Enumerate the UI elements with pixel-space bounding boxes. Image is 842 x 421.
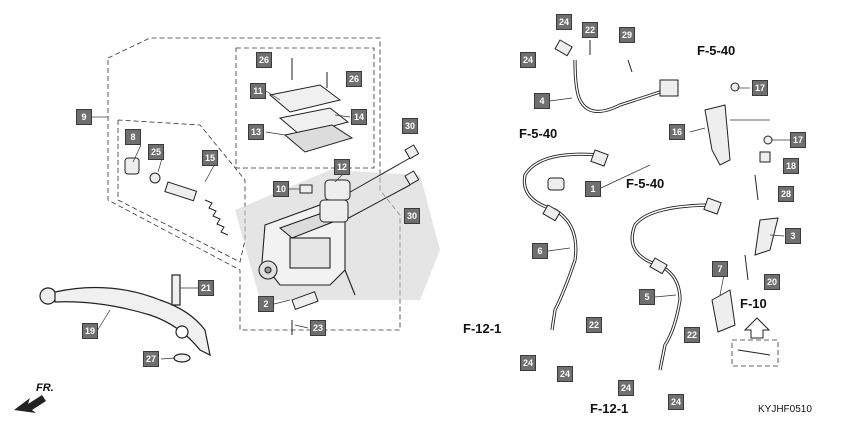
callout-12: 12 — [334, 159, 350, 175]
fr-arrow-icon — [14, 395, 46, 413]
callout-13: 13 — [248, 124, 264, 140]
callout-5: 5 — [639, 289, 655, 305]
ref-f121-bottom: F-12-1 — [590, 401, 629, 416]
callout-10: 10 — [273, 181, 289, 197]
callout-19: 19 — [82, 323, 98, 339]
callout-9: 9 — [76, 109, 92, 125]
direction-label: FR. — [36, 382, 54, 394]
callout-8: 8 — [125, 129, 141, 145]
brackets — [589, 40, 779, 356]
callout-22c: 22 — [684, 327, 700, 343]
ref-f10: F-10 — [740, 296, 767, 311]
callout-30b: 30 — [404, 208, 420, 224]
callout-1: 1 — [585, 181, 601, 197]
callout-24d: 24 — [557, 366, 573, 382]
hose-fittings — [542, 39, 722, 275]
callout-4: 4 — [534, 93, 550, 109]
callout-17b: 17 — [790, 132, 806, 148]
bolts — [291, 144, 420, 335]
leader-lines — [92, 87, 790, 360]
callout-24a: 24 — [520, 52, 536, 68]
callout-20: 20 — [764, 274, 780, 290]
ref-f540-top: F-5-40 — [697, 43, 736, 58]
callout-24f: 24 — [668, 394, 684, 410]
callout-14: 14 — [351, 109, 367, 125]
callout-29: 29 — [619, 27, 635, 43]
callout-7: 7 — [712, 261, 728, 277]
callout-24b: 24 — [556, 14, 572, 30]
callout-26a: 26 — [256, 52, 272, 68]
master-cylinder — [258, 204, 356, 296]
callout-2: 2 — [258, 296, 274, 312]
ref-f121-left: F-12-1 — [463, 321, 502, 336]
callout-17a: 17 — [752, 80, 768, 96]
callout-18: 18 — [783, 158, 799, 174]
brake-lever — [39, 274, 211, 363]
callout-16: 16 — [669, 124, 685, 140]
callout-15: 15 — [202, 150, 218, 166]
callout-26b: 26 — [346, 71, 362, 87]
callout-30a: 30 — [402, 118, 418, 134]
callout-23: 23 — [310, 320, 326, 336]
piston-set — [124, 157, 229, 236]
callout-28: 28 — [778, 186, 794, 202]
callout-11: 11 — [250, 83, 266, 99]
ref-f540-right: F-5-40 — [626, 176, 665, 191]
callout-22b: 22 — [586, 317, 602, 333]
reservoir-cap — [268, 58, 354, 153]
ref-f540-mid: F-5-40 — [519, 126, 558, 141]
callout-27: 27 — [143, 351, 159, 367]
callout-24e: 24 — [618, 380, 634, 396]
callout-24c: 24 — [520, 355, 536, 371]
callout-3: 3 — [785, 228, 801, 244]
drawing-code: KYJHF0510 — [758, 404, 812, 415]
callout-21: 21 — [198, 280, 214, 296]
callout-22a: 22 — [582, 22, 598, 38]
callout-6: 6 — [532, 243, 548, 259]
callout-25: 25 — [148, 144, 164, 160]
assembly-outline — [107, 37, 779, 367]
